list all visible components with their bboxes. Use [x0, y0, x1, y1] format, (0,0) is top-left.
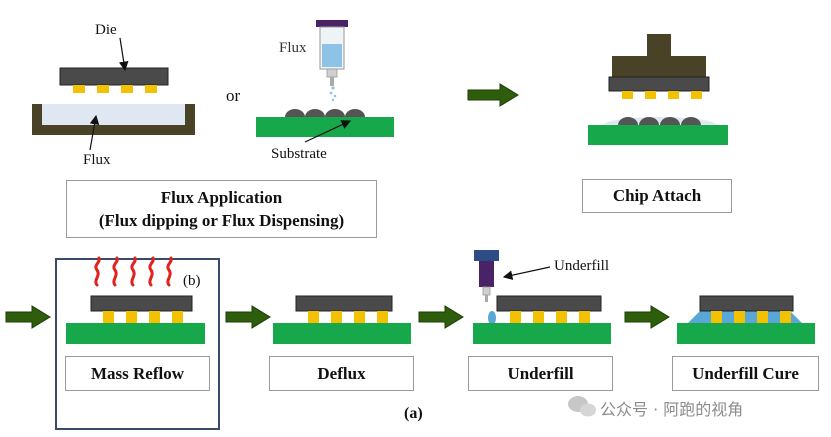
flow-arrow-3 — [225, 305, 271, 329]
flux-tray — [32, 104, 195, 135]
substrate-plate — [256, 117, 394, 137]
deflux-illustration — [273, 295, 411, 344]
substrate-pointer — [304, 120, 352, 143]
die-block — [59, 67, 169, 86]
underfill-syringe-icon — [474, 250, 499, 302]
figure-caption: (a) — [404, 405, 423, 422]
bump-row — [73, 85, 157, 93]
step-box-underfill: Underfill — [468, 356, 613, 391]
flux-application-title: Flux Application — [160, 188, 283, 207]
flow-arrow-4 — [418, 305, 464, 329]
label-underfill-syringe: Underfill — [554, 258, 609, 274]
flow-arrow-2 — [5, 305, 51, 329]
step-box-chip-attach: Chip Attach — [582, 179, 732, 213]
step-box-flux-application: Flux Application (Flux dipping or Flux D… — [66, 180, 377, 238]
watermark-text: 公众号 · 阿跑的视角 — [600, 400, 744, 419]
flow-arrow-5 — [624, 305, 670, 329]
chip-attach-illustration — [588, 34, 728, 145]
label-flux-left: Flux — [83, 152, 111, 168]
wechat-icon — [568, 396, 596, 417]
label-substrate: Substrate — [271, 146, 327, 162]
mass-reflow-frame — [55, 258, 220, 430]
flux-pool — [42, 104, 185, 125]
step-box-mass-reflow: Mass Reflow — [65, 356, 210, 391]
flow-arrow-1 — [467, 83, 519, 107]
flux-application-subtitle: (Flux dipping or Flux Dispensing) — [98, 211, 345, 230]
die-pointer — [118, 37, 129, 72]
flux-dipping-illustration — [32, 37, 195, 151]
underfill-illustration — [473, 250, 611, 344]
step-box-underfill-cure: Underfill Cure — [672, 356, 819, 391]
label-die: Die — [95, 22, 117, 38]
label-or: or — [226, 86, 241, 105]
mass-reflow-illustration — [66, 256, 205, 344]
flux-dispensing-illustration — [256, 20, 394, 143]
reflow-heat-icon — [94, 256, 173, 287]
step-box-deflux: Deflux — [269, 356, 414, 391]
underfill-cure-illustration — [677, 295, 815, 344]
flux-pointer — [89, 114, 100, 151]
underfill-pointer — [502, 266, 551, 280]
label-b: (b) — [183, 273, 201, 289]
label-flux-syringe: Flux — [279, 40, 307, 56]
